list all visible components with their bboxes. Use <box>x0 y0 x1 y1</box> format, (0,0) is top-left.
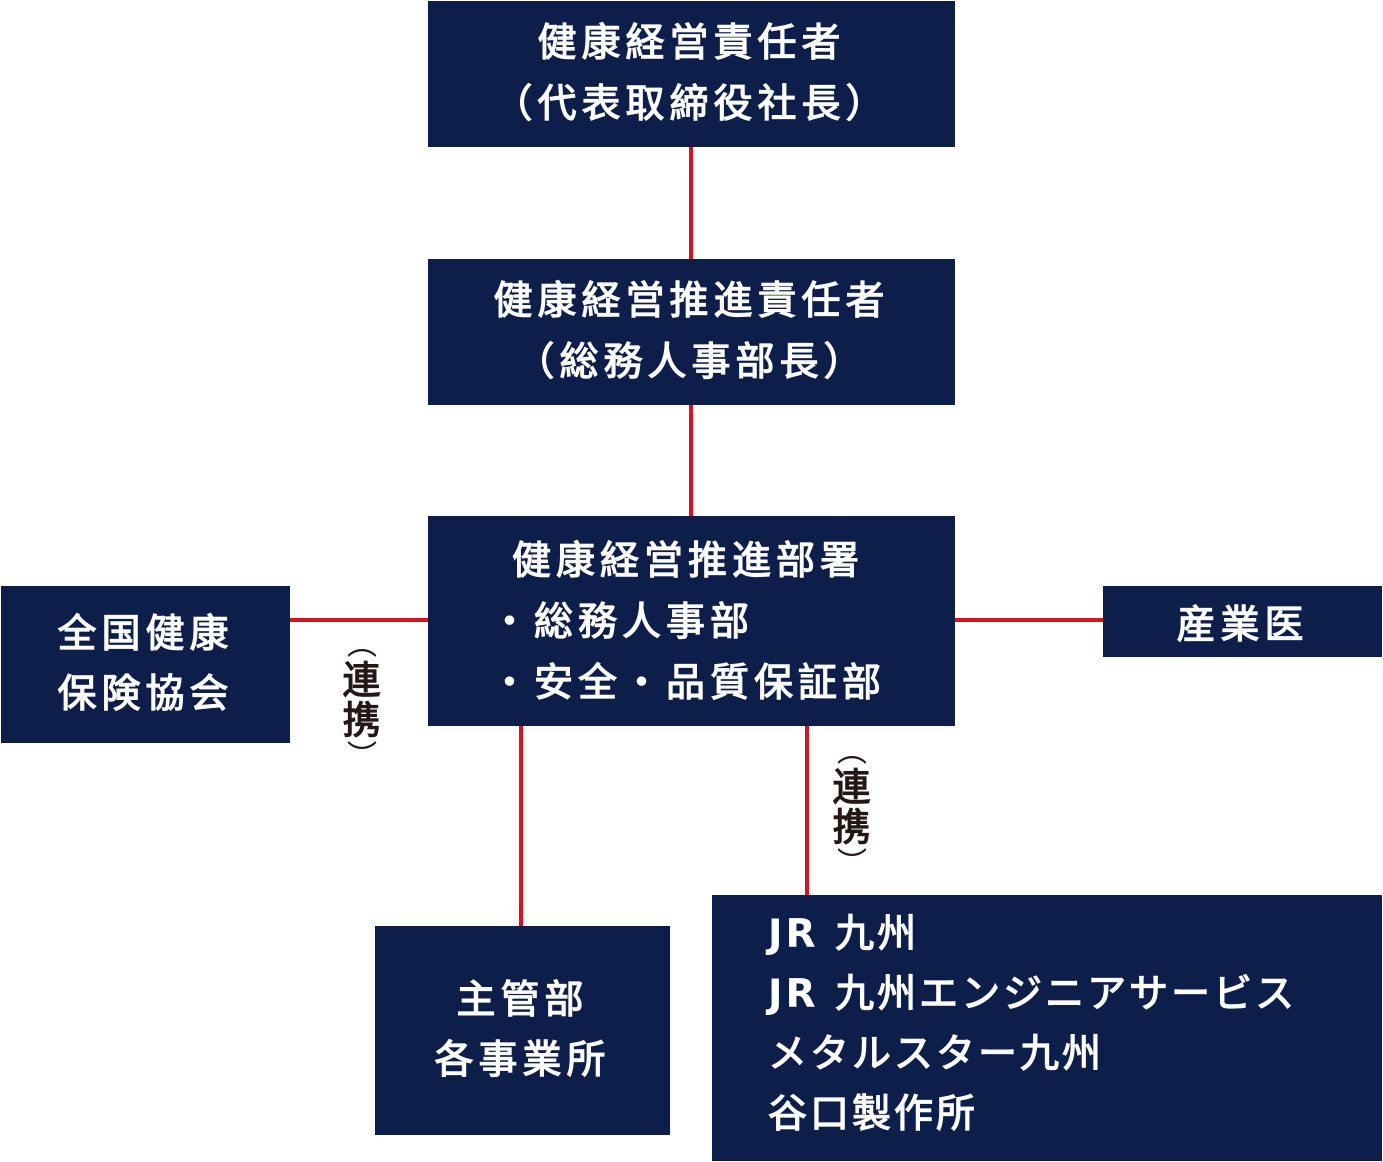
connector-kyokai-department <box>289 618 429 622</box>
ceo-title: 健康経営責任者 <box>537 21 846 66</box>
ceo-box: 健康経営責任者 （代表取締役社長） <box>428 1 955 147</box>
group-item-jr-kyushu: JR 九州 <box>768 912 920 957</box>
promoter-box: 健康経営推進責任者 （総務人事部長） <box>428 259 955 405</box>
promoter-position: （総務人事部長） <box>515 340 868 385</box>
link-left-open: （ <box>341 628 376 660</box>
connector-promoter-department <box>689 404 693 517</box>
link-label-bottom: （連携） <box>826 735 870 879</box>
link-bottom-close: ） <box>831 847 866 879</box>
group-item-metal-star-kyushu: メタルスター九州 <box>768 1032 1105 1077</box>
doctor-label: 産業医 <box>1176 602 1309 648</box>
ceo-position: （代表取締役社長） <box>493 82 890 127</box>
group-item-taniguchi: 谷口製作所 <box>768 1092 979 1137</box>
offices-line2: 各事業所 <box>434 1037 611 1083</box>
offices-box: 主管部 各事業所 <box>375 926 670 1135</box>
connector-ceo-promoter <box>689 146 693 261</box>
link-left-close: ） <box>341 740 376 772</box>
link-label-left: （連携） <box>336 628 380 772</box>
kyokai-line1: 全国健康 <box>57 611 234 657</box>
connector-department-offices <box>519 725 523 928</box>
group-box: JR 九州 JR 九州エンジニアサービス メタルスター九州 谷口製作所 <box>712 895 1382 1161</box>
department-title: 健康経営推進部署 <box>512 539 865 584</box>
department-box: 健康経営推進部署 ・総務人事部 ・安全・品質保証部 <box>428 516 955 726</box>
link-left-text: 連携 <box>336 660 380 740</box>
link-bottom-text: 連携 <box>826 767 870 847</box>
kyokai-line2: 保険協会 <box>57 671 234 717</box>
doctor-box: 産業医 <box>1103 586 1382 657</box>
department-item-safety-quality: ・安全・品質保証部 <box>490 661 887 706</box>
kyokai-box: 全国健康 保険協会 <box>1 586 290 743</box>
offices-line1: 主管部 <box>456 977 589 1023</box>
promoter-title: 健康経営推進責任者 <box>493 279 890 324</box>
group-item-jr-kyushu-engineer-service: JR 九州エンジニアサービス <box>768 972 1298 1017</box>
connector-department-doctor <box>954 618 1104 622</box>
department-item-general-affairs: ・総務人事部 <box>490 600 755 645</box>
link-bottom-open: （ <box>831 735 866 767</box>
connector-department-group <box>805 725 809 896</box>
